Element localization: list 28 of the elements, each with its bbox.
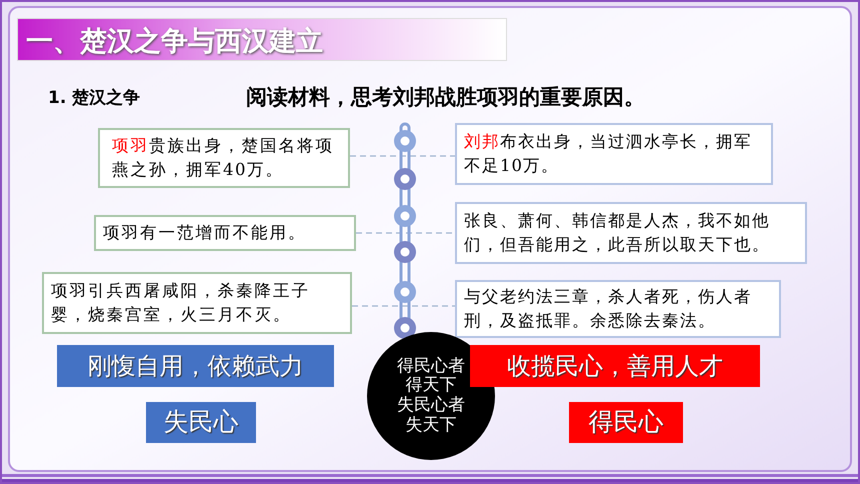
conclusion-box [569, 402, 683, 443]
quote-box [98, 128, 350, 188]
conclusion-text: 得民心 [588, 406, 664, 438]
motto-text: 得民心者得天下 [396, 356, 466, 396]
motto-text: 失民心者失天下 [396, 396, 466, 436]
slide-title: 一、楚汉之争与西汉建立 [26, 25, 323, 59]
quote-text: 项羽有一范增而不能用。 [103, 222, 308, 244]
conclusion-text: 失民心 [164, 406, 238, 438]
quote-text: 项羽贵族出身，楚国名将项燕之孙，拥军40万。 [112, 135, 335, 181]
quote-text: 项羽引兵西屠咸阳，杀秦降王子婴，烧秦宫室，火三月不灭。 [51, 280, 311, 326]
conclusion-box [57, 345, 334, 387]
connector-line [352, 305, 455, 307]
quote-text: 与父老约法三章，杀人者死，伤人者刑，及盗抵罪。余悉除去秦法。 [464, 286, 753, 332]
quote-text: 刘邦布衣出身，当过泗水亭长，拥军不足10万。 [464, 131, 753, 177]
conclusion-box [146, 402, 256, 443]
quote-box [455, 280, 781, 338]
connector-line [350, 155, 455, 157]
question-text: 阅读材料，思考刘邦战胜项羽的重要原因。 [246, 84, 645, 111]
quote-box [94, 215, 356, 251]
quote-box [455, 202, 807, 264]
conclusion-text: 刚愎自用，依赖武力 [88, 350, 304, 382]
quote-box [455, 123, 773, 185]
conclusion-box [470, 345, 760, 387]
quote-box [42, 272, 352, 334]
conclusion-text: 收揽民心，善用人才 [507, 350, 723, 382]
section-heading: 1. 楚汉之争 [48, 87, 140, 109]
connector-line [356, 232, 455, 234]
quote-text: 张良、萧何、韩信都是人杰，我不如他们，但吾能用之，此吾所以取天下也。 [464, 210, 771, 256]
